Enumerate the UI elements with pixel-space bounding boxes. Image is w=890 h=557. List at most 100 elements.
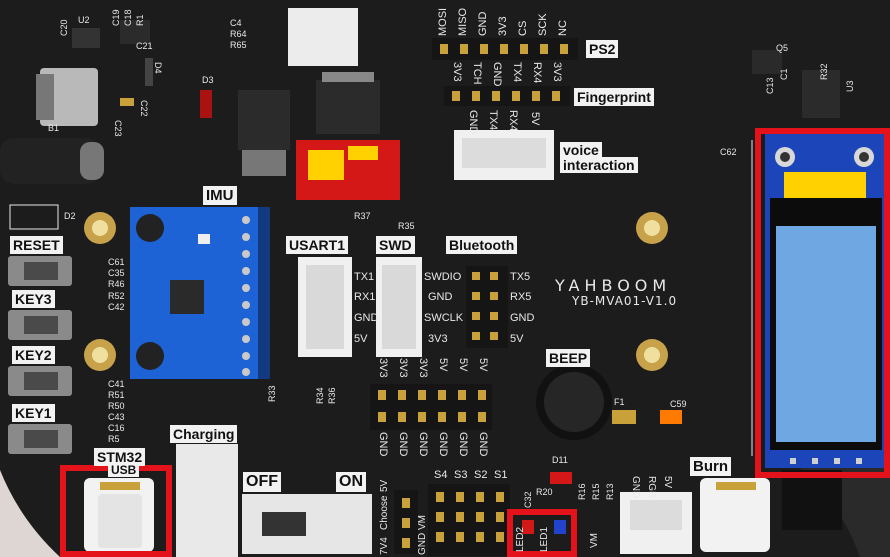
ref-designator: C62: [720, 147, 737, 157]
ps2-pin: GND: [477, 11, 489, 36]
ref-designator: R65: [230, 40, 247, 50]
ref-designator: B1: [48, 123, 60, 133]
highlight-leds: [507, 509, 577, 557]
ref-designator: D3: [202, 75, 214, 85]
label-voice-1: voice: [560, 142, 602, 158]
voice-pin: 5V: [529, 112, 541, 126]
push-buttons: [8, 256, 72, 454]
choose-label: Choose: [379, 495, 390, 530]
ref-designator: D11: [552, 455, 568, 465]
ref-designator: C1: [779, 68, 789, 80]
bt-pin: TX5: [510, 271, 531, 283]
switch-label: S1: [494, 469, 508, 481]
label-key2: KEY2: [12, 346, 55, 364]
header-top-pin: 5V: [457, 358, 469, 372]
ref-designator: C18: [123, 9, 133, 26]
label-beep: BEEP: [546, 349, 591, 367]
usart-pin: TX1: [354, 271, 375, 283]
label-voice-2: interaction: [560, 157, 638, 173]
ref-designator: C16: [108, 423, 125, 433]
ref-designator: C19: [111, 9, 121, 26]
ref-designator: C4: [230, 18, 242, 28]
imu-module: [130, 207, 270, 379]
bt-pin: RX5: [510, 291, 532, 303]
label-stm32: STM32: [94, 448, 146, 466]
header-bottom-pin: GND: [377, 432, 389, 457]
ref-designator: C41: [108, 379, 125, 389]
switch-label: S2: [474, 469, 488, 481]
ps2-pin: 3V3: [497, 16, 509, 36]
label-fingerprint: Fingerprint: [574, 88, 654, 106]
ref-designator: C23: [113, 120, 123, 137]
switch-label: S3: [454, 469, 468, 481]
label-usb: USB: [108, 463, 140, 477]
ref-designator: C35: [108, 268, 125, 278]
ref-designator: D2: [64, 211, 76, 221]
ref-designator: U3: [845, 80, 855, 92]
label-on: ON: [336, 472, 366, 492]
fp-pin: TCH: [471, 62, 483, 85]
label-swd: SWD: [376, 236, 415, 254]
bt-pin: GND: [510, 312, 535, 324]
ref-designator: C21: [136, 41, 153, 51]
ref-designator: R1: [135, 14, 145, 26]
vm-label: VM: [589, 533, 600, 548]
usart-pin: GND: [354, 312, 379, 324]
led1-label: LED1: [539, 526, 550, 552]
ref-designator: Q5: [776, 43, 789, 53]
usart-pin: 5V: [354, 333, 368, 345]
ref-designator: C32: [523, 491, 533, 508]
ps2-pin: MOSI: [437, 7, 449, 36]
ref-designator: R52: [108, 291, 125, 301]
ref-designator: R13: [605, 483, 615, 500]
label-key1: KEY1: [12, 404, 55, 422]
swd-pin: SWDIO: [424, 271, 462, 283]
label-reset: RESET: [10, 236, 63, 254]
label-bluetooth: Bluetooth: [446, 236, 518, 254]
ref-designator: C43: [108, 412, 125, 422]
fp-pin: RX4: [531, 62, 543, 84]
ref-designator: C61: [108, 257, 125, 267]
ref-designator: R5: [108, 434, 120, 444]
bluetooth-header: [466, 266, 508, 348]
oled-module: [765, 134, 887, 468]
mounting-holes: [84, 212, 668, 371]
ref-designator: R33: [267, 385, 277, 402]
label-usart1: USART1: [286, 236, 349, 254]
label-off: OFF: [243, 472, 281, 492]
ref-designator: R64: [230, 29, 247, 39]
ref-designator: R15: [591, 483, 601, 500]
bt-pin: 5V: [510, 333, 524, 345]
ps2-pin: SCK: [537, 13, 549, 36]
ref-designator: C13: [765, 77, 775, 94]
ref-designator: D4: [153, 62, 163, 74]
label-burn: Burn: [690, 457, 731, 476]
ps2-pin: CS: [517, 20, 529, 36]
label-imu: IMU: [203, 186, 237, 205]
header-top-pin: 3V3: [377, 358, 389, 378]
voice-pin: RX4: [507, 110, 519, 132]
fp-pin: 3V3: [451, 62, 463, 82]
rgb-pin: GND: [630, 476, 641, 499]
ref-designator: R46: [108, 279, 125, 289]
fp-pin: 3V3: [551, 62, 563, 82]
header-bottom-pin: GND: [397, 432, 409, 457]
ref-designator: C20: [59, 19, 69, 36]
usart-pin: RX1: [354, 291, 376, 303]
choose-7v4: 7V4: [379, 537, 390, 555]
ref-designator: R51: [108, 390, 125, 400]
ref-designator: C59: [670, 399, 687, 409]
ref-designator: R50: [108, 401, 125, 411]
header-top-pin: 3V3: [397, 358, 409, 378]
label-ps2: PS2: [586, 40, 619, 58]
ref-designator: C22: [139, 100, 149, 117]
ref-designator: C42: [108, 302, 125, 312]
header-top-pin: 3V3: [417, 358, 429, 378]
highlight-oled: [755, 128, 890, 478]
led2-label: LED2: [515, 526, 526, 552]
choose-5v: 5V: [379, 479, 390, 492]
swd-pin: SWCLK: [424, 312, 464, 324]
ref-designator: U2: [78, 15, 90, 25]
